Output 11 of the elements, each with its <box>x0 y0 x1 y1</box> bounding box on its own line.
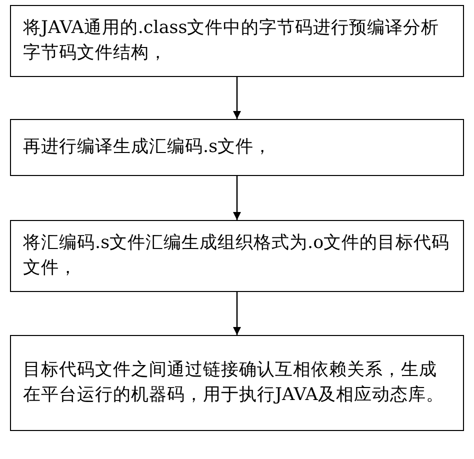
process-box <box>10 119 464 176</box>
arrow <box>233 77 241 119</box>
step-text: 将JAVA通用的.class文件中的字节码进行预编译分析字节码文件结构， <box>23 16 440 65</box>
arrow <box>233 176 241 220</box>
arrow <box>233 292 241 335</box>
step-text: 将汇编码.s文件汇编生成组织格式为.o文件的目标代码文件， <box>23 232 451 280</box>
step-text: 目标代码文件之间通过链接确认互相依赖关系，生成在平台运行的机器码，用于执行JAVA及相应动态库。 <box>23 358 445 407</box>
step-text: 再进行编译生成汇编码.s文件， <box>23 136 273 159</box>
process-box <box>10 335 464 431</box>
process-box <box>10 5 464 77</box>
process-box <box>10 220 464 292</box>
